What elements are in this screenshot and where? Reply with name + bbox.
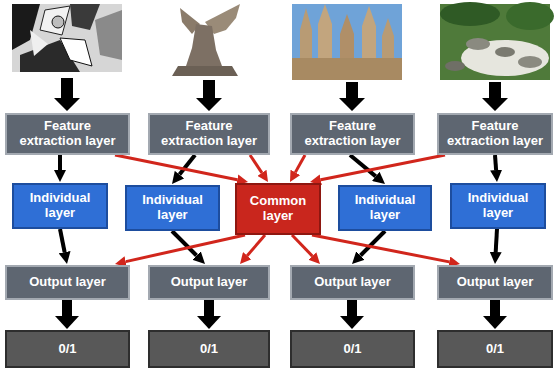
block-arrow xyxy=(196,80,222,111)
arrow-connector xyxy=(126,235,245,262)
layer-box: Feature extraction layer xyxy=(148,113,270,155)
painting-shape xyxy=(40,6,70,35)
arrow-connector xyxy=(60,229,65,252)
layer-label: Output layer xyxy=(314,275,391,290)
layer-label: Individual layer xyxy=(19,191,101,221)
layer-label: 0/1 xyxy=(200,342,218,357)
tree xyxy=(506,2,554,30)
layer-label: Feature extraction layer xyxy=(155,119,263,149)
layer-label: Common layer xyxy=(242,194,314,224)
stone xyxy=(445,61,465,71)
garden-image xyxy=(440,2,554,80)
arrow-connector xyxy=(495,155,496,170)
cathedral-image xyxy=(292,4,402,80)
arrow-connector xyxy=(204,300,214,316)
arrow-connector xyxy=(115,155,237,180)
stone xyxy=(518,56,542,68)
result-box: 0/1 xyxy=(148,330,270,368)
layer-box: Output layer xyxy=(148,265,270,300)
painting-shape xyxy=(70,4,100,30)
arrow-connector xyxy=(312,235,449,262)
arrow-connector xyxy=(292,235,312,256)
layer-label: Feature extraction layer xyxy=(12,119,123,149)
layer-label: Individual layer xyxy=(345,193,425,223)
arrow-connector xyxy=(295,155,305,172)
statue-image xyxy=(172,4,240,76)
arrow-connector xyxy=(347,300,357,316)
stone xyxy=(495,47,515,57)
block-arrow xyxy=(54,78,80,111)
layer-label: Individual layer xyxy=(457,191,539,221)
individual-box: Individual layer xyxy=(450,183,546,229)
result-box: 0/1 xyxy=(5,330,130,368)
painting-shape xyxy=(95,10,122,60)
painting-shape xyxy=(60,38,92,66)
tree xyxy=(440,2,500,26)
layer-label: 0/1 xyxy=(486,342,504,357)
layer-box: Feature extraction layer xyxy=(437,113,553,155)
layer-box: Output layer xyxy=(437,265,553,300)
layer-label: Individual layer xyxy=(132,193,213,223)
painting-shape xyxy=(52,16,64,28)
layer-box: Output layer xyxy=(5,265,130,300)
layer-box: Output layer xyxy=(290,265,415,300)
arrow-connector xyxy=(490,300,500,316)
layer-label: Output layer xyxy=(29,275,106,290)
layer-box: Feature extraction layer xyxy=(290,113,415,155)
stone xyxy=(466,38,490,50)
individual-box: Individual layer xyxy=(12,183,108,229)
painting-ground xyxy=(12,4,122,72)
sky xyxy=(292,4,402,80)
individual-box: Individual layer xyxy=(125,185,220,231)
block-arrow xyxy=(482,82,508,111)
statue-base xyxy=(172,66,238,76)
layer-label: Output layer xyxy=(171,275,248,290)
result-box: 0/1 xyxy=(437,330,553,368)
arrow-connector xyxy=(58,155,62,170)
block-arrow xyxy=(339,82,365,111)
layer-label: 0/1 xyxy=(343,342,361,357)
painting-shape xyxy=(30,30,48,56)
arrow-connector xyxy=(496,229,497,252)
arrow-connector xyxy=(321,155,445,180)
arrow-connector xyxy=(247,235,265,256)
layer-label: Output layer xyxy=(457,275,534,290)
statue-body xyxy=(186,24,222,66)
input-arrows xyxy=(54,78,508,111)
layer-label: 0/1 xyxy=(58,342,76,357)
arrow-connector xyxy=(250,155,262,173)
facade xyxy=(292,58,402,80)
painting-image xyxy=(12,4,122,72)
layer-label: Feature extraction layer xyxy=(297,119,408,149)
arrow-connector xyxy=(62,300,72,316)
result-box: 0/1 xyxy=(290,330,415,368)
layer-label: Feature extraction layer xyxy=(444,119,546,149)
individual-box: Individual layer xyxy=(338,185,432,231)
layer-box: Feature extraction layer xyxy=(5,113,130,155)
arrow-connector xyxy=(360,231,385,256)
common-box: Common layer xyxy=(235,183,321,235)
